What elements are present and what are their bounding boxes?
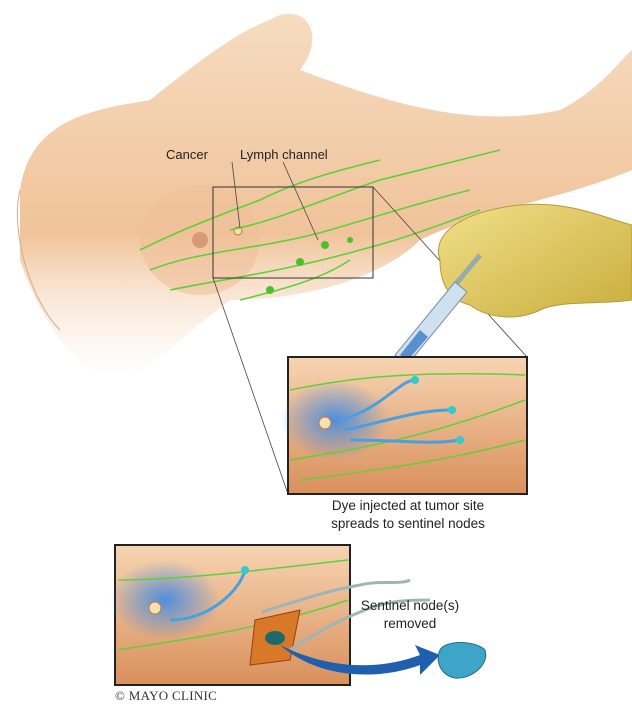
caption-removed: Sentinel node(s) removed <box>350 597 470 633</box>
sentinel-node <box>437 642 487 679</box>
torso <box>16 13 632 381</box>
surgical-retractor <box>261 578 431 652</box>
removal-arrow <box>280 645 440 675</box>
lymph-leader <box>282 161 319 241</box>
caption-removed-line2: removed <box>383 616 437 631</box>
lymph-nodes <box>266 237 353 294</box>
caption-dye-line1: Dye injected at tumor site <box>331 498 485 513</box>
zoom-box <box>212 186 374 279</box>
copyright: © MAYO CLINIC <box>115 688 218 703</box>
gloved-hand <box>438 203 632 318</box>
caption-dye-line2: spreads to sentinel nodes <box>331 516 485 531</box>
caption-dye: Dye injected at tumor site spreads to se… <box>298 497 518 533</box>
caption-removed-line1: Sentinel node(s) <box>360 598 460 613</box>
label-lymph-channel: Lymph channel <box>240 147 328 162</box>
callout-line <box>212 277 289 495</box>
label-cancer: Cancer <box>166 147 208 162</box>
cancer-leader <box>231 161 241 229</box>
lymph-network <box>139 149 501 301</box>
inset-dye-injection <box>280 356 528 495</box>
